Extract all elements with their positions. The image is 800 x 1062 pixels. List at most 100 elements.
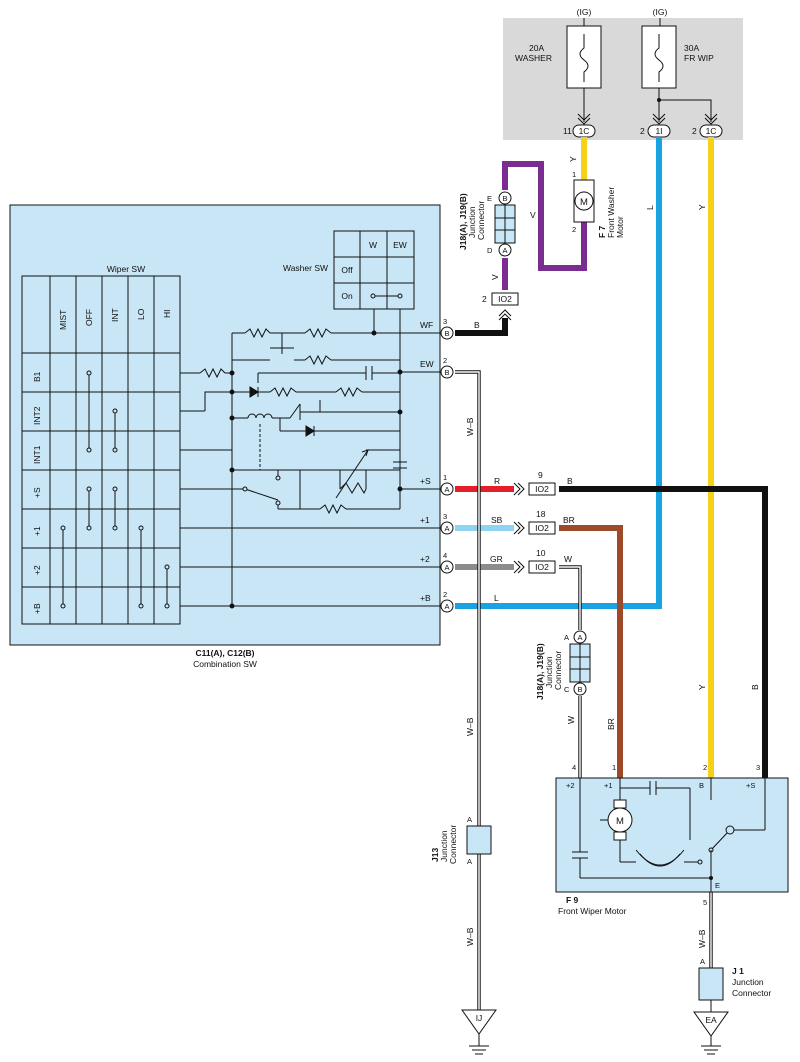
svg-text:A: A [444, 524, 449, 533]
washer-motor-name-2: Motor [615, 216, 625, 238]
row-int2: INT2 [32, 406, 42, 425]
row-b: +B [32, 603, 42, 614]
fuse-box: (IG) (IG) 20A WASHER 30A FR WIP 1C 11 1I… [503, 7, 743, 140]
col-hi: HI [162, 310, 172, 319]
wire-v-loop [502, 161, 587, 271]
wiper-sw-title: Wiper SW [107, 264, 145, 274]
junction-connector-mid: A A B C J18(A), J19(B) Junction Connecto… [535, 630, 591, 700]
svg-text:GR: GR [490, 554, 503, 564]
svg-text:+2: +2 [566, 781, 575, 790]
svg-text:L: L [645, 205, 655, 210]
washer-sw-title: Washer SW [283, 263, 328, 273]
jc-top-code: J18(A), J19(B) [458, 193, 468, 250]
svg-text:Junction: Junction [732, 977, 764, 987]
junction-connector-j13: A A J13 Junction Connector [430, 815, 492, 866]
svg-text:2: 2 [703, 763, 707, 772]
col-lo: LO [136, 308, 146, 320]
jc-mid-pin-b: B [577, 685, 582, 694]
svg-text:W–B: W–B [465, 717, 475, 736]
washer-col-ew: EW [393, 240, 407, 250]
combination-switch: C11(A), C12(B) Combination SW Wiper SW M… [9, 204, 454, 669]
jc-top-pin-a: A [502, 246, 507, 255]
j13-code: J13 [430, 848, 440, 862]
term-1-name: +1 [420, 515, 430, 525]
svg-text:A: A [444, 563, 449, 572]
row-2: +2 [32, 565, 42, 575]
svg-text:18: 18 [536, 509, 546, 519]
svg-text:W: W [566, 716, 576, 724]
combo-sw-code: C11(A), C12(B) [195, 648, 254, 658]
fuse-box-background [503, 18, 743, 140]
washer-motor-symbol [574, 191, 594, 211]
wiper-motor-panel [555, 777, 789, 893]
term-1 [440, 521, 454, 535]
junction-connector-top: B E A D J18(A), J19(B) Junction Connecto… [458, 191, 516, 257]
jc-mid-pin-a: A [577, 633, 582, 642]
svg-text:W–B: W–B [465, 927, 475, 946]
wire-b-wf [455, 318, 508, 336]
svg-text:Junction: Junction [439, 830, 449, 862]
pin-l-num: 2 [640, 126, 645, 136]
svg-text:B: B [750, 684, 760, 690]
svg-text:L: L [494, 593, 499, 603]
svg-text:Connector: Connector [732, 988, 771, 998]
fuse-washer-element [579, 34, 589, 82]
svg-text:IO2: IO2 [535, 523, 549, 533]
svg-text:+S: +S [746, 781, 755, 790]
front-washer-motor: M 1 2 F 7 Front Washer Motor [572, 170, 625, 238]
svg-text:1C: 1C [579, 126, 590, 136]
svg-text:W–B: W–B [465, 417, 475, 436]
io2-p2 [528, 560, 556, 574]
col-off: OFF [84, 309, 94, 326]
pin-washer-num: 11 [563, 126, 572, 136]
svg-text:M: M [616, 816, 624, 827]
junction-connector-j1: A J 1 Junction Connector [698, 957, 771, 1001]
svg-text:B: B [567, 476, 573, 486]
thin-wires [455, 370, 713, 1012]
fuse-wiper-amps: 30A [684, 43, 699, 53]
io2-connectors: IO2 9 IO2 18 IO2 10 [513, 470, 556, 574]
svg-text:A: A [564, 633, 569, 642]
row-int1: INT1 [32, 445, 42, 464]
svg-text:2: 2 [443, 356, 447, 365]
power-label-left: (IG) [577, 7, 592, 17]
svg-text:2: 2 [482, 294, 487, 304]
svg-text:V: V [490, 274, 500, 280]
row-b1: B1 [32, 371, 42, 382]
svg-text:A: A [444, 485, 449, 494]
svg-text:3: 3 [443, 512, 447, 521]
term-2 [440, 560, 454, 574]
svg-text:IJ: IJ [476, 1013, 483, 1023]
svg-text:B: B [474, 320, 480, 330]
svg-text:Junction: Junction [544, 656, 554, 688]
washer-motor-name-1: Front Washer [606, 187, 616, 238]
svg-text:C: C [564, 685, 570, 694]
svg-text:Connector: Connector [448, 825, 458, 864]
svg-text:1: 1 [612, 763, 616, 772]
svg-text:A: A [467, 815, 472, 824]
svg-text:BR: BR [606, 718, 616, 730]
svg-text:B: B [699, 781, 704, 790]
term-b [440, 599, 454, 613]
svg-text:Connector: Connector [476, 201, 486, 240]
wiper-motor-name: Front Wiper Motor [558, 906, 627, 916]
ground-ij: IJ [461, 1009, 497, 1055]
term-b-name: +B [420, 593, 431, 603]
svg-text:1I: 1I [655, 126, 662, 136]
washer-motor-pin-top: 1 [572, 170, 576, 179]
washer-row-on: On [341, 291, 353, 301]
term-s [440, 482, 454, 496]
col-mist: MIST [58, 310, 68, 330]
svg-text:1: 1 [443, 473, 447, 482]
svg-text:IO2: IO2 [535, 562, 549, 572]
col-int: INT [110, 308, 120, 322]
fuse-washer-name: WASHER [515, 53, 552, 63]
svg-text:W: W [564, 554, 572, 564]
svg-text:D: D [487, 246, 493, 255]
svg-text:W–B: W–B [697, 929, 707, 948]
term-s-name: +S [420, 476, 431, 486]
svg-text:SB: SB [491, 515, 503, 525]
term-2-name: +2 [420, 554, 430, 564]
